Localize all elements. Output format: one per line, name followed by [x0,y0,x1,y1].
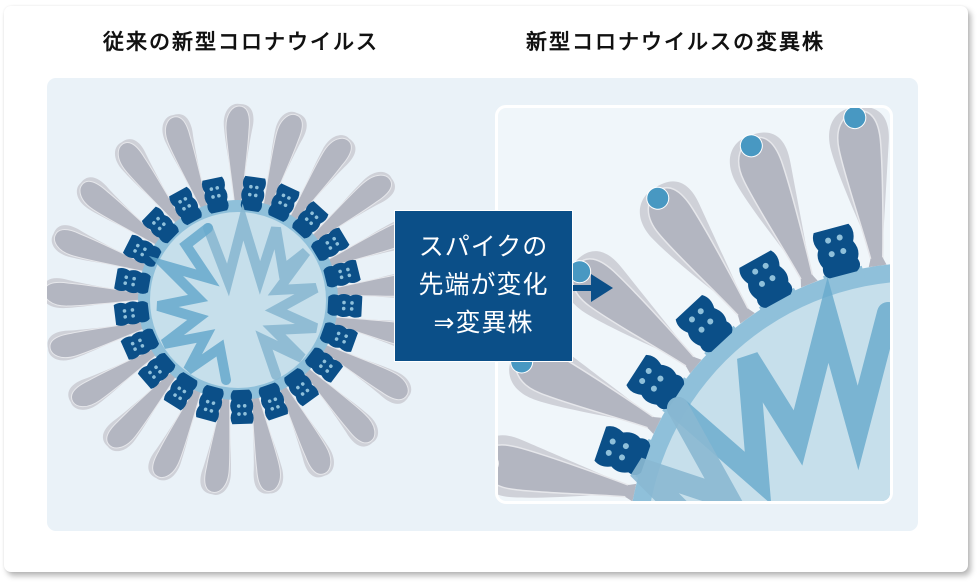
coronavirus-variant-illustration [498,108,890,501]
coronavirus-illustration [47,103,436,498]
label-line-1: スパイクの [418,232,549,261]
title-original-virus: 従来の新型コロナウイルス [103,30,379,54]
arrow-right-icon [573,274,613,302]
title-variant-virus: 新型コロナウイルスの変異株 [526,30,825,54]
mutation-label-box: スパイクの 先端が変化 ⇒変異株 [394,210,573,362]
label-line-3: ⇒変異株 [433,308,534,337]
label-line-2: 先端が変化 [418,270,549,299]
